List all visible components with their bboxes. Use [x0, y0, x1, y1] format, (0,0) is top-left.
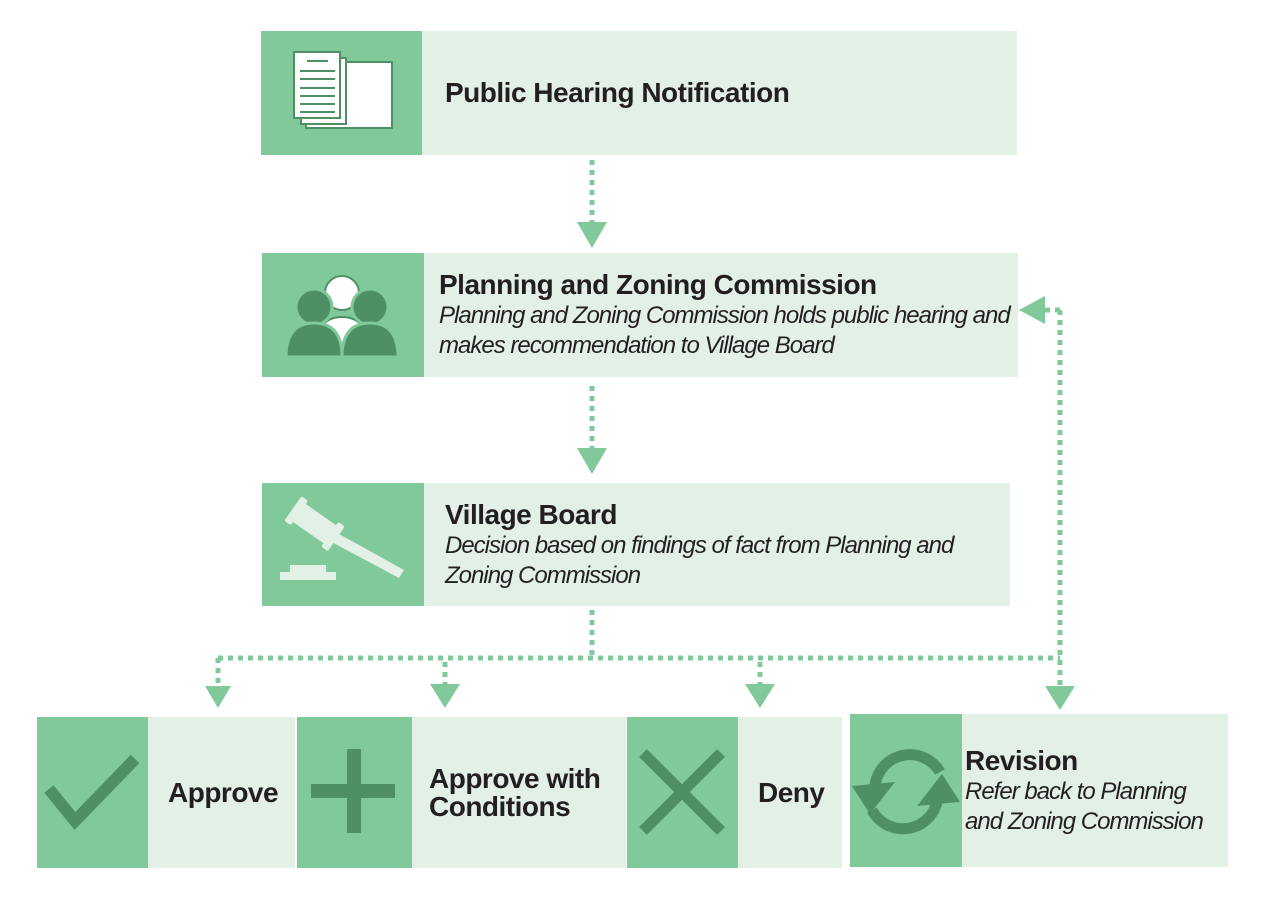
arrow-down [577, 222, 607, 248]
refresh-icon [852, 749, 960, 835]
people-icon [284, 275, 400, 359]
approve-outcome: Approve [148, 717, 295, 868]
notification-step: Public Hearing Notification [422, 31, 1017, 155]
arrow-down [577, 448, 607, 474]
arrow-down [430, 684, 460, 708]
conditions-outcome: Approve with Conditions [412, 717, 626, 868]
step-title: Public Hearing Notification [445, 77, 790, 108]
outcome-title: Deny [758, 776, 825, 808]
commission-step: Planning and Zoning Commission Planning … [424, 253, 1018, 377]
deny-icon-box [627, 717, 738, 868]
plus-icon [311, 749, 395, 833]
x-icon [639, 749, 725, 835]
arrow-down [205, 686, 231, 708]
step-title: Village Board [445, 498, 617, 530]
deny-outcome: Deny [738, 717, 842, 868]
documents-icon [293, 51, 393, 129]
board-icon-box [262, 483, 424, 606]
commission-icon-box [262, 253, 424, 377]
gavel-icon [280, 496, 404, 580]
step-description: Decision based on findings of fact from … [445, 531, 954, 589]
board-step: Village Board Decision based on findings… [424, 483, 1010, 606]
outcome-title: Approve with Conditions [429, 762, 601, 822]
revision-outcome: Revision Refer back to Planning and Zoni… [962, 714, 1228, 867]
outcome-title: Approve [168, 776, 279, 808]
outcome-description: Refer back to Planning and Zoning Commis… [965, 777, 1204, 835]
revision-icon-box [850, 714, 962, 867]
arrow-down [1045, 686, 1075, 710]
approve-icon-box [37, 717, 148, 868]
outcome-title: Revision [965, 744, 1078, 776]
notification-icon-box [261, 31, 422, 155]
step-description: Planning and Zoning Commission holds pub… [439, 302, 1011, 359]
arrow-down [745, 684, 775, 708]
step-title: Planning and Zoning Commission [439, 269, 877, 300]
arrow-left [1019, 296, 1045, 324]
conditions-icon-box [297, 717, 412, 868]
checkmark-icon [44, 754, 140, 831]
